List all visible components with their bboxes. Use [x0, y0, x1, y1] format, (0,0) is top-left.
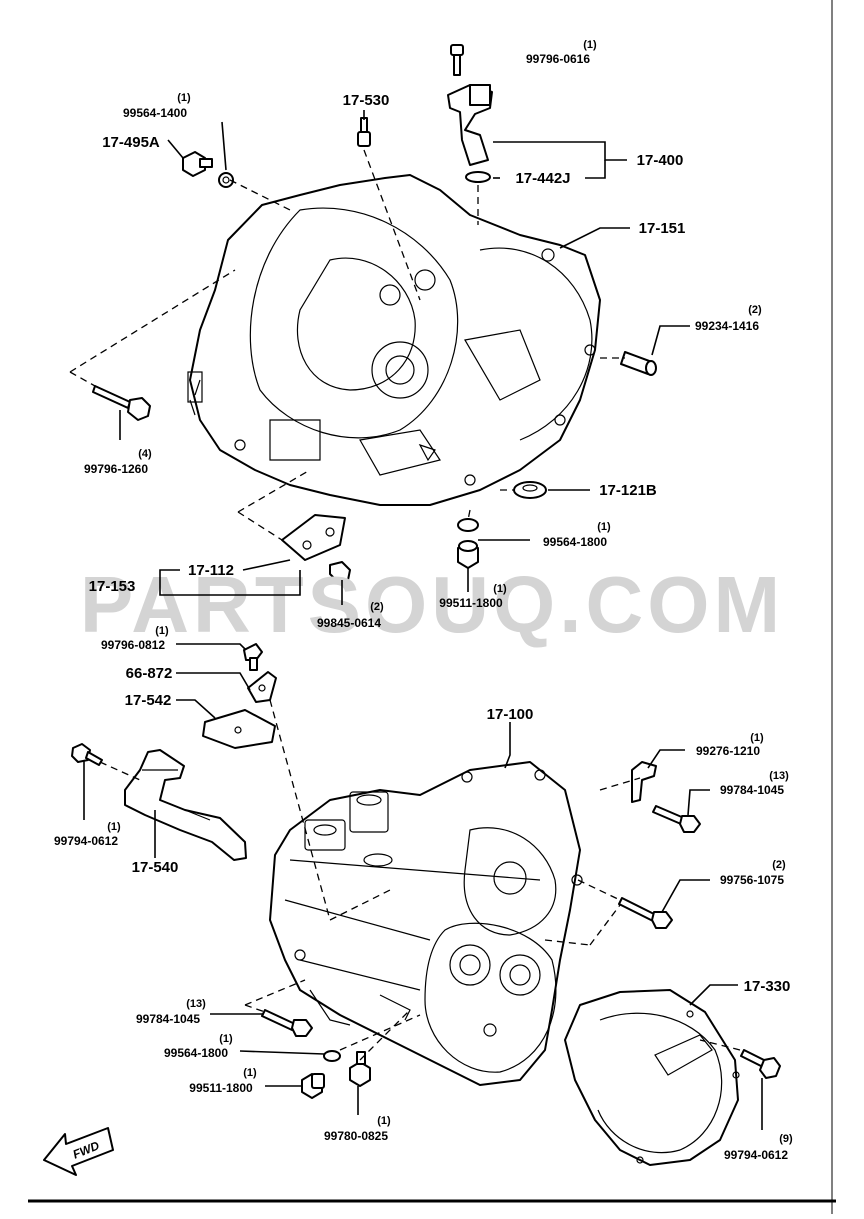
watermark-text: PARTSOUQ.COM [80, 560, 784, 649]
qty-99794-0612-right: (9) [779, 1133, 793, 1145]
bracket-66-872-drawing [247, 671, 277, 703]
qty-99564-1800-upper: (1) [597, 521, 611, 533]
label-17-400: 17-400 [637, 152, 684, 169]
qty-99511-1800-upper: (1) [493, 583, 507, 595]
guide-17-540-drawing [124, 749, 247, 861]
qty-99564-1400: (1) [177, 92, 191, 104]
bolt-17-495a-drawing [182, 151, 234, 188]
label-99784-1045-right: 99784-1045 [720, 783, 784, 797]
label-17-121b: 17-121B [599, 482, 657, 499]
bolt-17-530-drawing [357, 117, 371, 147]
qty-99784-1045-right: (13) [769, 770, 789, 782]
label-99794-0612-left: 99794-0612 [54, 834, 118, 848]
qty-99796-0616: (1) [583, 39, 597, 51]
qty-99234-1416: (2) [748, 304, 762, 316]
label-99796-0616: 99796-0616 [526, 52, 590, 66]
part-labels: (1) 99796-0616 (1) 99564-1400 17-530 17-… [54, 39, 793, 1162]
bolt-99784-1045-drawing-left [261, 1009, 313, 1037]
label-17-153: 17-153 [89, 578, 136, 595]
label-17-542: 17-542 [125, 692, 172, 709]
label-99564-1400: 99564-1400 [123, 106, 187, 120]
label-99511-1800-upper: 99511-1800 [439, 596, 503, 610]
bolt-99796-0812-drawing [243, 643, 263, 671]
plate-17-542-drawing [202, 709, 276, 749]
label-99796-0812: 99796-0812 [101, 638, 165, 652]
bracket-99276-1210-drawing [631, 761, 657, 803]
label-17-442j: 17-442J [515, 170, 570, 187]
label-66-872: 66-872 [126, 665, 173, 682]
bolt-99756-1075-drawing [618, 897, 673, 929]
label-99784-1045-left: 99784-1045 [136, 1012, 200, 1026]
label-17-100: 17-100 [487, 706, 534, 723]
label-99794-0612-right: 99794-0612 [724, 1148, 788, 1162]
qty-99780-0825: (1) [377, 1115, 391, 1127]
fwd-arrow-icon: FWD [43, 1127, 114, 1176]
bracket-17-112-drawing [281, 514, 351, 583]
label-99845-0614: 99845-0614 [317, 616, 381, 630]
label-99564-1800-lower: 99564-1800 [164, 1046, 228, 1060]
label-99276-1210: 99276-1210 [696, 744, 760, 758]
qty-99796-1260: (4) [138, 448, 152, 460]
qty-99756-1075: (2) [772, 859, 786, 871]
qty-99794-0612-left: (1) [107, 821, 121, 833]
label-99234-1416: 99234-1416 [695, 319, 759, 333]
label-99756-1075: 99756-1075 [720, 873, 784, 887]
clutch-housing-drawing [187, 174, 601, 506]
label-99780-0825: 99780-0825 [324, 1129, 388, 1143]
bolt-99780-0825-drawing [349, 1051, 371, 1087]
leader-lines [83, 110, 763, 1130]
qty-99784-1045-left: (13) [186, 998, 206, 1010]
label-17-151: 17-151 [639, 220, 686, 237]
label-17-495a: 17-495A [102, 134, 160, 151]
label-99564-1800-upper: 99564-1800 [543, 535, 607, 549]
assembly-dashed-lines [69, 149, 741, 1061]
washer-99564-1800-drawing [323, 1050, 341, 1062]
seal-17-121b-drawing [513, 481, 547, 499]
label-17-112: 17-112 [188, 562, 234, 579]
label-17-330: 17-330 [744, 978, 791, 995]
bolt-99796-1260-drawing [92, 385, 151, 421]
rear-cover-17-330-drawing [564, 989, 740, 1166]
transmission-case-drawing [269, 761, 583, 1086]
label-99511-1800-lower: 99511-1800 [189, 1081, 253, 1095]
plug-99511-1800-drawing [301, 1073, 325, 1099]
label-17-530: 17-530 [343, 92, 390, 109]
qty-99564-1800-lower: (1) [219, 1033, 233, 1045]
bolt-99794-0612-drawing-left [71, 743, 103, 766]
qty-99796-0812: (1) [155, 625, 169, 637]
sensor-17-400-drawing [447, 44, 493, 183]
bolt-99784-1045-drawing-right [652, 805, 701, 833]
qty-99845-0614: (2) [370, 601, 384, 613]
bolt-99794-0612-drawing-right [740, 1049, 781, 1079]
label-99796-1260: 99796-1260 [84, 462, 148, 476]
qty-99511-1800-lower: (1) [243, 1067, 257, 1079]
pin-99234-1416-drawing [620, 351, 657, 376]
plug-drawing-upper [457, 518, 479, 569]
qty-99276-1210: (1) [750, 732, 764, 744]
label-17-540: 17-540 [132, 859, 179, 876]
